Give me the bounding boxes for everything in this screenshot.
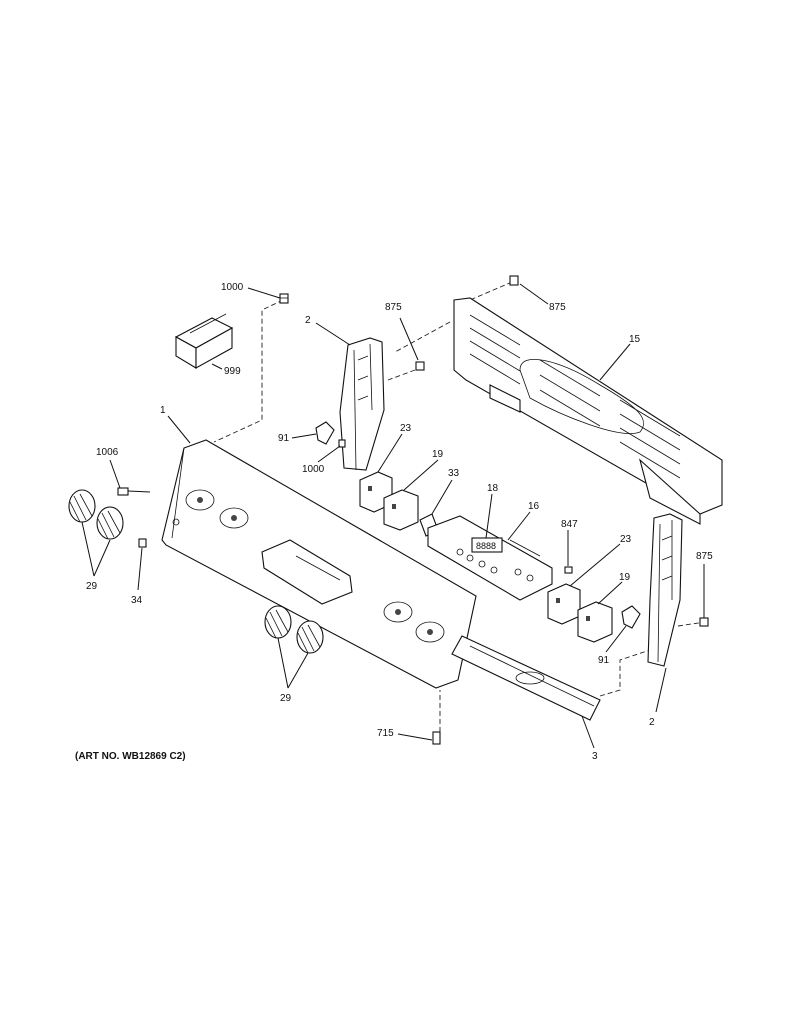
screw-1000-mid [338, 439, 346, 448]
callout-1000-mid: 1000 [302, 464, 325, 475]
screw-875-right [699, 617, 709, 627]
clip-91-left [315, 421, 335, 445]
rear-panel-15 [453, 297, 723, 525]
callout-875-top: 875 [549, 302, 566, 313]
clip-91-right [621, 605, 641, 629]
side-bracket-2-left [339, 337, 385, 471]
callout-29-left: 29 [86, 581, 98, 592]
callout-1000-top: 1000 [221, 282, 244, 293]
callout-2-left: 2 [305, 315, 311, 326]
switch-23-right [547, 583, 581, 625]
callout-3: 3 [592, 751, 598, 762]
callout-999: 999 [224, 366, 241, 377]
screw-875-top [509, 275, 519, 286]
callout-715: 715 [377, 728, 394, 739]
art-number: (ART NO. WB12869 C2) [75, 751, 186, 762]
spring-34 [138, 538, 147, 548]
callout-23-right: 23 [620, 534, 632, 545]
callout-33: 33 [448, 468, 460, 479]
screw-875-left [415, 361, 425, 371]
callout-29-bottom: 29 [280, 693, 292, 704]
switch-19-right [577, 601, 613, 643]
screw-1006 [117, 487, 151, 496]
leader-lines [81, 283, 705, 749]
callout-18: 18 [487, 483, 499, 494]
callout-19-right: 19 [619, 572, 631, 583]
callout-847: 847 [561, 519, 578, 530]
control-panel-1 [161, 439, 477, 689]
screw-715 [432, 731, 441, 745]
callout-875-left: 875 [385, 302, 402, 313]
display-readout: 8888 [476, 541, 496, 551]
callout-1006: 1006 [96, 447, 119, 458]
callout-2-right: 2 [649, 717, 655, 728]
callout-15: 15 [629, 334, 641, 345]
callout-875-right: 875 [696, 551, 713, 562]
screw-847 [564, 566, 573, 574]
assembly-lines [213, 281, 706, 740]
side-bracket-2-right [647, 513, 683, 667]
screw-1000-top [279, 293, 289, 304]
callout-1: 1 [160, 405, 166, 416]
knobs-29-bottom [264, 605, 324, 654]
callout-91-left: 91 [278, 433, 290, 444]
callout-16: 16 [528, 501, 540, 512]
callout-19-left: 19 [432, 449, 444, 460]
trim-3 [451, 635, 601, 721]
callout-23-left: 23 [400, 423, 412, 434]
callout-labels: 1000 999 2 875 875 15 1 91 1000 23 19 33… [75, 282, 713, 762]
knobs-29-left [68, 489, 124, 540]
callout-91-right: 91 [598, 655, 610, 666]
callout-34: 34 [131, 595, 143, 606]
carton-999 [174, 313, 234, 369]
control-board-16: 8888 [427, 515, 553, 601]
switch-19-left [383, 489, 419, 531]
